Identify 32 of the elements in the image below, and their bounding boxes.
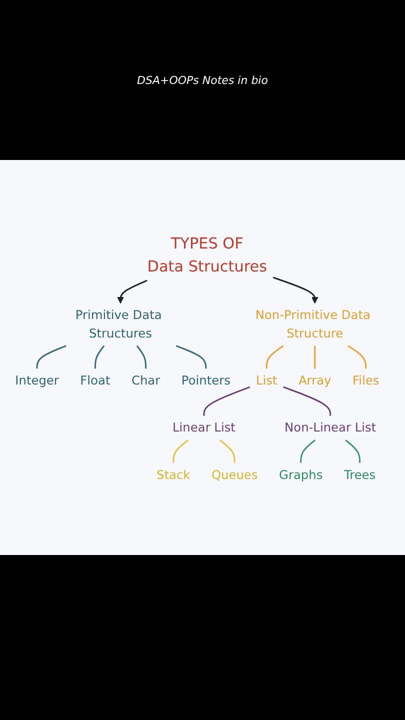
node-text: Queues <box>210 466 258 482</box>
node-text: Integer <box>14 372 58 388</box>
node-text: Array <box>298 372 331 388</box>
connector <box>344 438 360 462</box>
node-text: TYPES OF Data Structures <box>146 234 267 275</box>
connector <box>172 438 188 462</box>
node-text: Trees <box>343 466 376 482</box>
connector <box>347 344 366 368</box>
connector <box>94 344 104 368</box>
connector <box>218 438 235 462</box>
connector <box>136 344 146 368</box>
connector <box>36 344 66 368</box>
node-text: Pointers <box>180 372 230 388</box>
node-text: Char <box>130 372 160 388</box>
node-text: Linear List <box>172 420 235 434</box>
node-text: Stack <box>156 466 190 482</box>
connector <box>175 344 206 368</box>
connector <box>282 386 331 416</box>
arrow <box>272 276 318 304</box>
caption-text: DSA+OOPs Notes in bio <box>137 74 268 86</box>
node-text: Non-Primitive Data Structure <box>254 307 370 340</box>
node-text: Graphs <box>278 466 322 482</box>
node-text: Non-Linear List <box>284 420 376 434</box>
arrow <box>116 279 147 304</box>
node-text: Files <box>352 372 379 388</box>
node-text: List <box>255 372 277 388</box>
node-text: Float <box>80 372 110 388</box>
connector <box>300 438 316 462</box>
connector <box>265 344 284 368</box>
connector <box>202 386 250 416</box>
connector <box>314 345 316 368</box>
node-text: Primitive Data Structures <box>74 307 162 340</box>
